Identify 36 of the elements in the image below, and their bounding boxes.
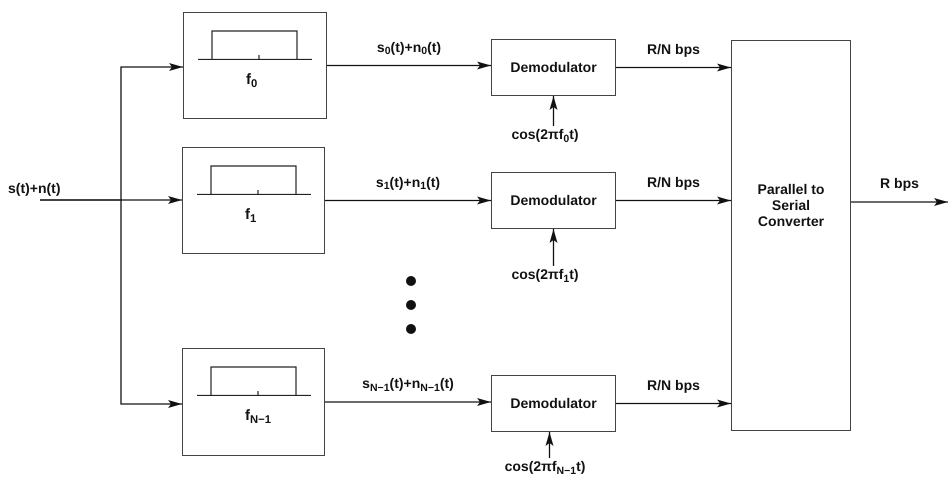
demodulator-box [491,375,616,432]
input-signal-label: s(t)+n(t) [8,179,60,198]
edge-label: R/N bps [645,42,702,57]
block-label: Demodulator [510,395,597,412]
arrow [550,229,558,266]
edge-label: R/N bps [645,378,702,393]
filter-box [182,147,325,254]
edge-label: R bps [878,176,921,192]
arrow [550,96,558,126]
arrow [327,62,491,70]
demodulator-box [491,39,616,96]
arrow [616,196,731,204]
carrier-label: cos(2πf$_{N−1}$t) [504,458,586,474]
arrow [325,196,491,204]
center-frequency-label: f$_{0}$ [246,70,258,92]
block-label: Parallel to Serial Converter [756,181,826,230]
arrow [325,398,491,406]
center-frequency-label: f$_{1}$ [245,205,256,226]
arrow [546,432,554,458]
block-label: Demodulator [510,192,597,209]
block-label: Demodulator [510,59,597,76]
center-frequency-label: f$_{N−1}$ [245,406,271,428]
arrow [851,198,948,206]
edge-label: s$_{N−1}$(t)+n$_{N−1}$(t) [360,376,456,392]
carrier-label: cos(2πf$_{0}$t) [511,126,579,142]
demodulator-box [491,172,616,229]
arrow [40,199,182,408]
carrier-label: cos(2πf$_{1}$t) [511,266,579,282]
filter-box [182,348,325,456]
edge-label: s$_{1}$(t)+n$_{1}$(t) [374,174,442,190]
converter-box [731,40,851,431]
arrow [616,400,731,408]
edge-label: s$_{0}$(t)+n$_{0}$(t) [374,40,444,55]
arrow [616,64,731,72]
filter-box [183,12,327,119]
edge-label: R/N bps [645,174,702,190]
